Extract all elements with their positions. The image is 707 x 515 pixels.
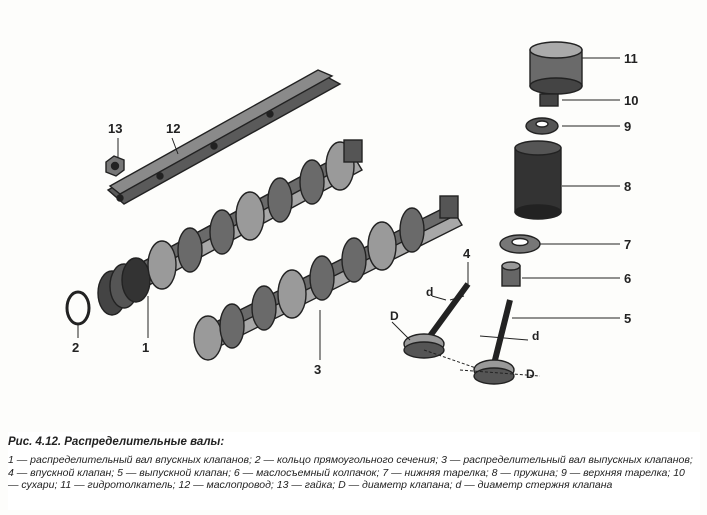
valve-spring: [514, 140, 562, 220]
part-label-13: 13: [108, 121, 122, 136]
dim-label-d-upper: d: [426, 285, 433, 299]
upper-retainer: [525, 117, 559, 135]
valve-keepers: [539, 93, 559, 107]
exploded-diagram: 11 10 9 8 7 6 5 4 13 12 2 1 3 D d d D: [65, 41, 638, 385]
intake-valve: [403, 282, 471, 359]
dim-label-d-lower: d: [532, 329, 539, 343]
oil-pipe: [106, 69, 342, 205]
part-label-6: 6: [624, 271, 631, 286]
intake-camshaft: [97, 139, 363, 316]
caption-title: Рис. 4.12. Распределительные валы:: [8, 436, 225, 448]
lower-retainer: [499, 234, 541, 254]
part-label-4: 4: [463, 246, 471, 261]
part-label-1: 1: [142, 340, 149, 355]
stem-seal: [501, 261, 521, 287]
caption: Рис. 4.12. Распределительные валы: 1 — р…: [8, 432, 700, 510]
exhaust-valve: [473, 299, 515, 385]
rectangular-ring: [65, 290, 91, 326]
part-label-2: 2: [72, 340, 79, 355]
hydraulic-tappet: [529, 41, 583, 95]
exhaust-camshaft: [193, 195, 463, 361]
part-label-9: 9: [624, 119, 631, 134]
part-label-8: 8: [624, 179, 631, 194]
caption-legend: 1 — распределительный вал впускных клапа…: [8, 454, 693, 491]
part-label-3: 3: [314, 362, 321, 377]
dim-label-D-lower: D: [526, 367, 535, 381]
dim-label-D-upper: D: [390, 309, 399, 323]
part-label-7: 7: [624, 237, 631, 252]
part-label-5: 5: [624, 311, 631, 326]
nut: [105, 155, 125, 177]
part-label-10: 10: [624, 93, 638, 108]
leader-lines: [77, 57, 620, 360]
part-label-12: 12: [166, 121, 180, 136]
dimension-lines: [391, 295, 541, 377]
part-label-11: 11: [624, 51, 638, 66]
